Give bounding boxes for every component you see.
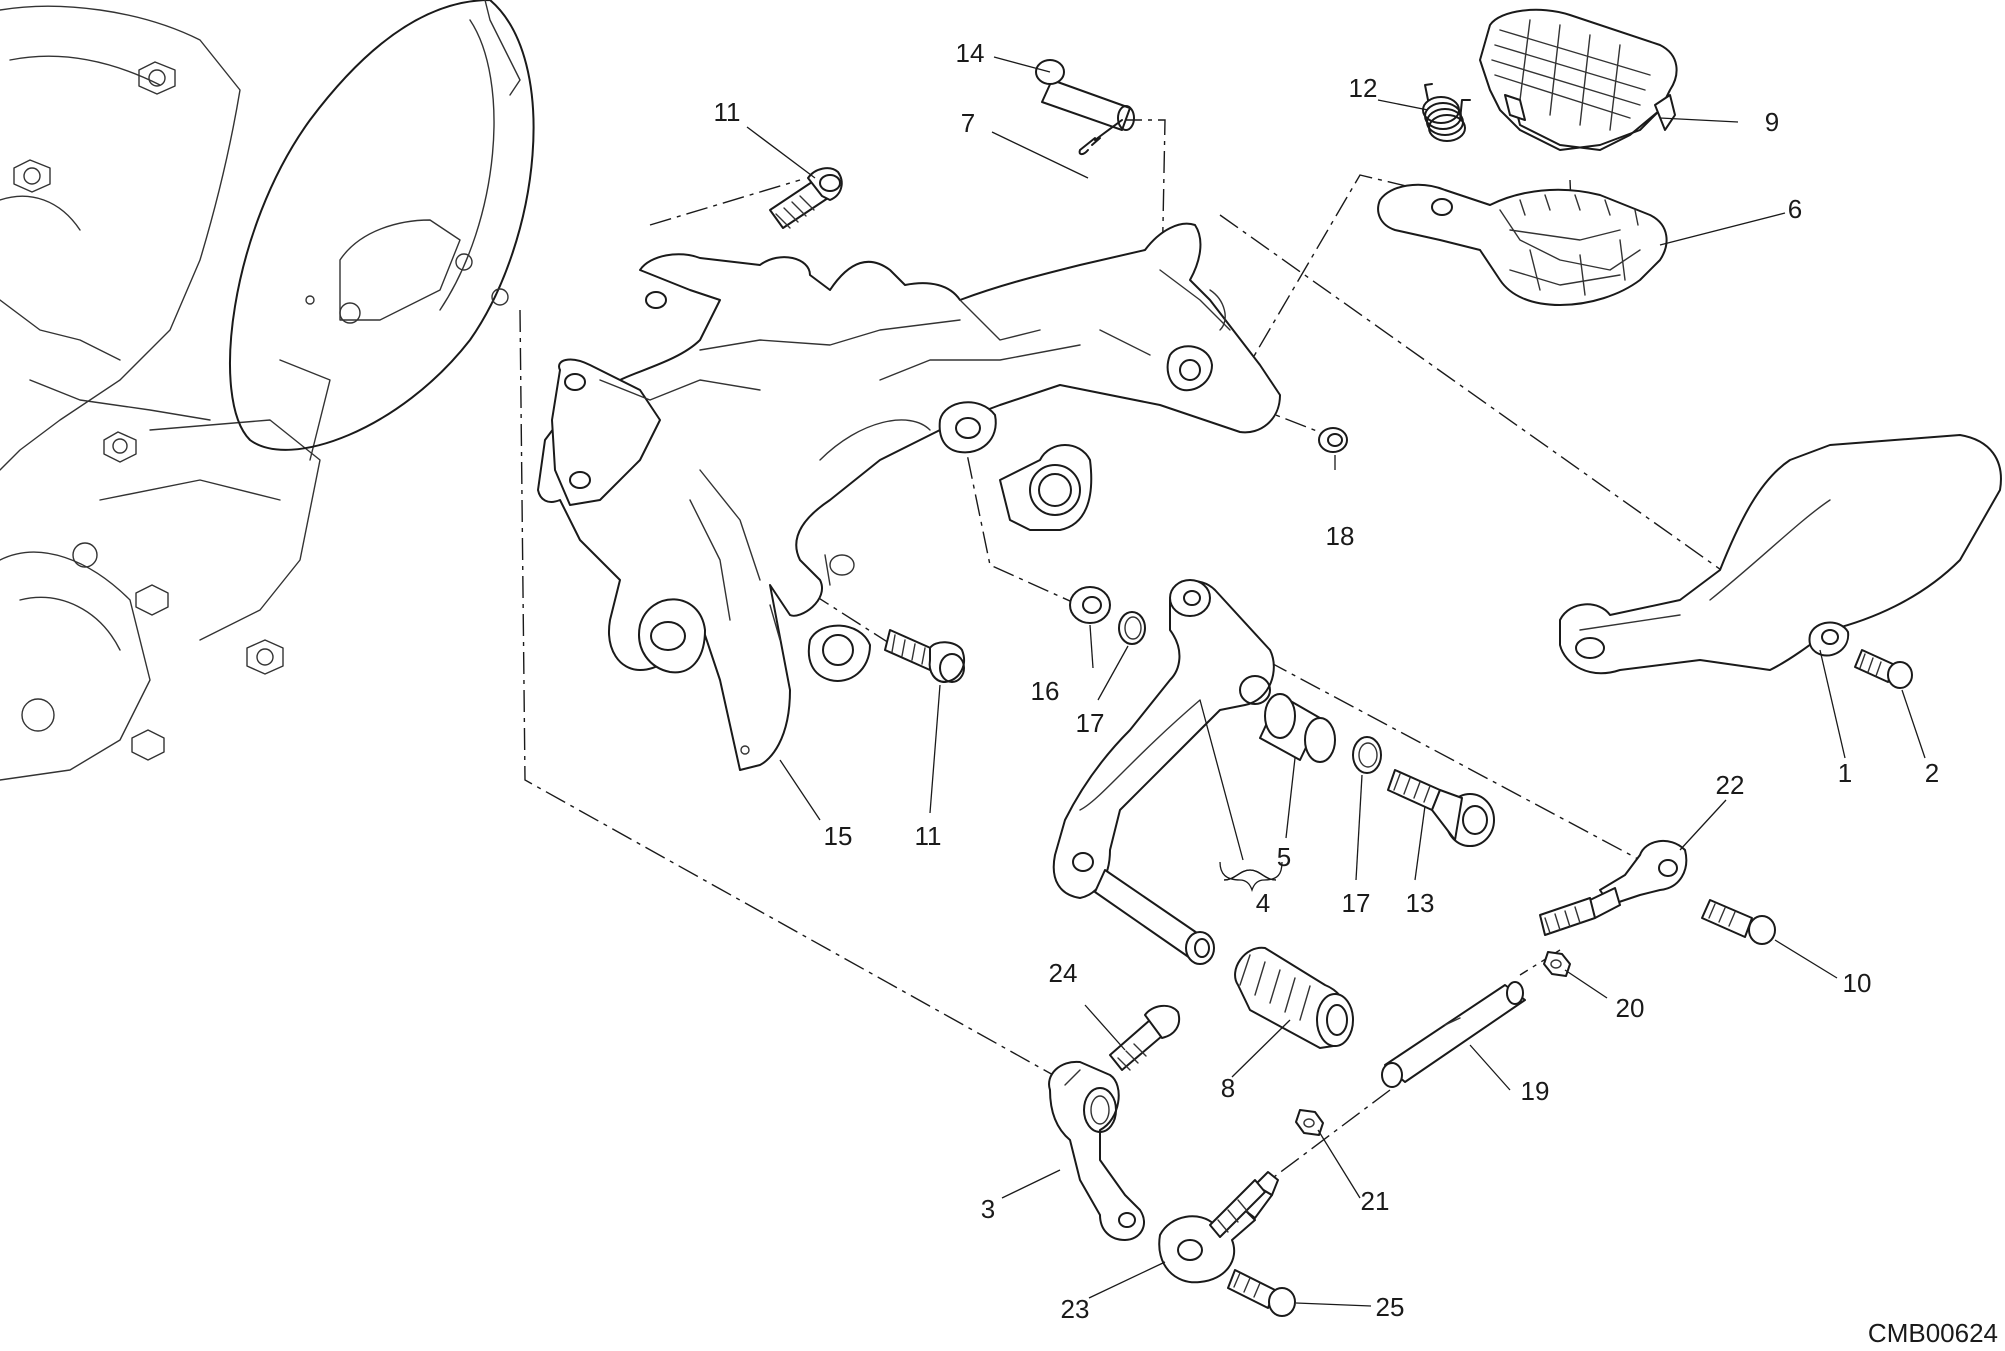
- bolt-13: [1387, 769, 1495, 847]
- bushing-5: [1259, 693, 1336, 763]
- circlip-17-upper: [1118, 611, 1146, 645]
- nut-20: [1543, 951, 1571, 977]
- linkage-rod-19: [1381, 981, 1526, 1088]
- callout-labels: 1 2 3 4 5 6 7 8 9 10 11 11 12 13 14 15 1…: [714, 38, 1940, 1324]
- callout-6: 6: [1788, 194, 1802, 224]
- leader-lines: [746, 56, 1926, 1307]
- callout-15: 15: [824, 821, 853, 851]
- callout-22: 22: [1716, 770, 1745, 800]
- engine-casing: [0, 0, 535, 781]
- callout-25: 25: [1376, 1292, 1405, 1322]
- bolt-11-upper: [769, 167, 843, 229]
- heel-guard-1: [1559, 434, 2002, 675]
- gear-rubber-8: [1234, 946, 1354, 1049]
- callout-12: 12: [1349, 73, 1378, 103]
- shift-arm-3: [1048, 1060, 1145, 1241]
- callout-11-lower: 11: [915, 821, 942, 851]
- pin-14: [1035, 59, 1135, 131]
- diagram-code: CMB00624: [1868, 1318, 1998, 1348]
- callout-5: 5: [1277, 842, 1291, 872]
- callout-16: 16: [1031, 676, 1060, 706]
- screw-23-thread: [1209, 1179, 1266, 1238]
- callout-10: 10: [1843, 968, 1872, 998]
- callout-4: 4: [1256, 888, 1270, 918]
- callout-19: 19: [1521, 1076, 1550, 1106]
- callout-8: 8: [1221, 1073, 1235, 1103]
- callout-17-lower: 17: [1342, 888, 1371, 918]
- screw-25: [1227, 1269, 1296, 1317]
- callout-24: 24: [1049, 958, 1078, 988]
- callout-18: 18: [1326, 521, 1355, 551]
- callout-11-upper: 11: [714, 97, 741, 127]
- callout-3: 3: [981, 1194, 995, 1224]
- callout-13: 13: [1406, 888, 1435, 918]
- bolt-10: [1701, 899, 1776, 945]
- bolt-24: [1109, 1004, 1181, 1071]
- callout-7: 7: [961, 108, 975, 138]
- bracket-brace-4: [1219, 861, 1283, 893]
- rod-end-22: [1539, 840, 1688, 936]
- callout-17-upper: 17: [1076, 708, 1105, 738]
- screw-2: [1854, 649, 1913, 689]
- callout-1: 1: [1838, 758, 1852, 788]
- bolt-11-lower: [884, 629, 965, 683]
- circlip-17-lower: [1352, 736, 1382, 774]
- callout-20: 20: [1616, 993, 1645, 1023]
- gear-lever-4: [1052, 579, 1275, 965]
- casing-bolts: [13, 61, 509, 761]
- footpeg-6: [1377, 183, 1668, 306]
- washer-16: [1069, 586, 1111, 624]
- callout-14: 14: [956, 38, 985, 68]
- callout-23: 23: [1061, 1294, 1090, 1324]
- callout-9: 9: [1765, 107, 1779, 137]
- callout-2: 2: [1925, 758, 1939, 788]
- spring-12: [1422, 83, 1471, 142]
- callout-21: 21: [1361, 1186, 1390, 1216]
- cotter-pin-7: [1078, 119, 1123, 156]
- footpeg-rubber-9: [1479, 8, 1678, 151]
- footpeg-bracket: [537, 222, 1281, 771]
- nut-21: [1295, 1109, 1324, 1136]
- washer-18: [1318, 427, 1348, 453]
